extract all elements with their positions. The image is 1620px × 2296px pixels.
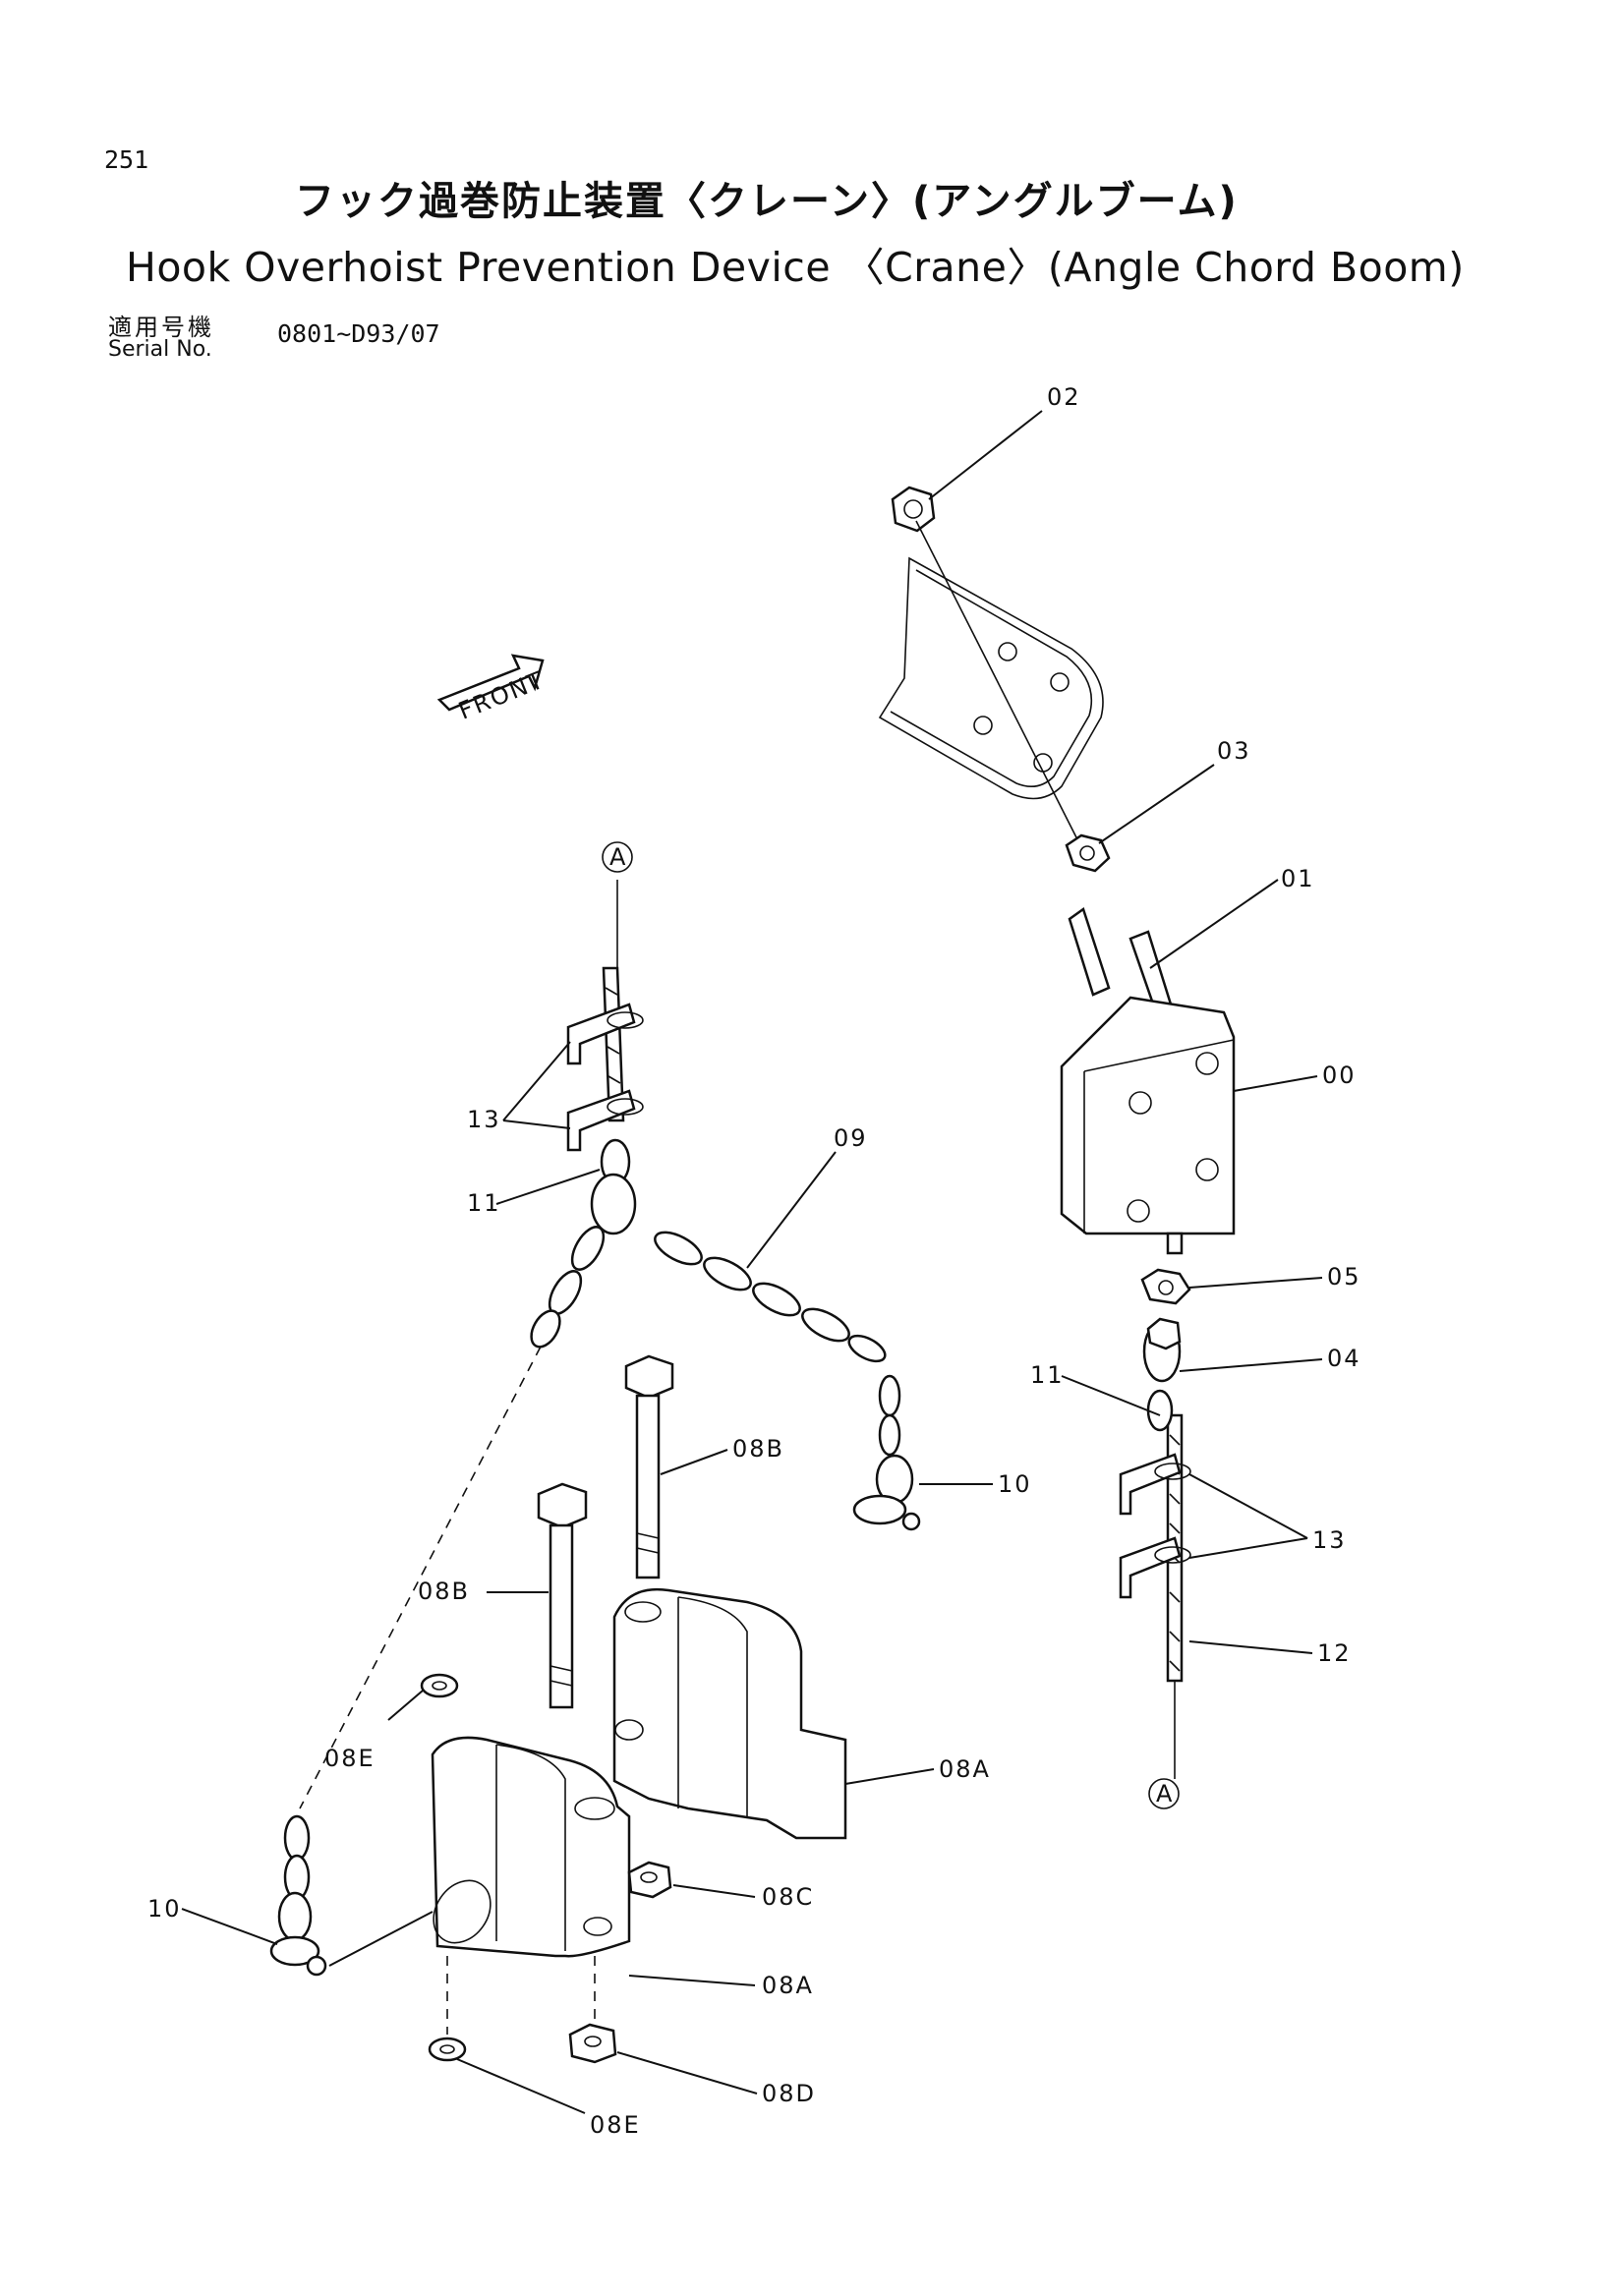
part-08B-bolt-upper bbox=[624, 1354, 674, 1579]
part-11-ring-left bbox=[590, 1138, 637, 1235]
serial-label-english: Serial No. bbox=[108, 337, 212, 362]
part-08D-nut bbox=[568, 2023, 617, 2064]
callout-08B-upper: 08B bbox=[732, 1435, 784, 1463]
part-13-clips-right bbox=[1119, 1453, 1191, 1599]
callout-08E-upper: 08E bbox=[324, 1745, 376, 1772]
callout-13-left: 13 bbox=[467, 1106, 501, 1133]
callout-08B-lower: 08B bbox=[418, 1578, 470, 1605]
mounting-bracket bbox=[878, 520, 1104, 844]
part-08A-clamp-upper bbox=[612, 1587, 847, 1840]
front-direction-arrow: FRONT bbox=[436, 654, 549, 725]
callout-00: 00 bbox=[1322, 1062, 1357, 1089]
page-number: 251 bbox=[104, 145, 149, 174]
callout-05: 05 bbox=[1327, 1263, 1361, 1291]
part-05-nut bbox=[1140, 1268, 1191, 1305]
callout-08A-lower: 08A bbox=[762, 1972, 814, 1999]
reference-mark-a-lower: A bbox=[1148, 1778, 1180, 1809]
part-02-nut bbox=[891, 486, 936, 533]
callout-08C: 08C bbox=[762, 1883, 814, 1911]
part-08B-bolt-lower bbox=[537, 1482, 588, 1709]
callout-10-right: 10 bbox=[998, 1470, 1032, 1498]
callout-08D: 08D bbox=[762, 2080, 816, 2107]
reference-mark-a-upper: A bbox=[602, 841, 633, 873]
part-00-switch-box bbox=[1060, 996, 1236, 1255]
page-title-japanese: フック過巻防止装置〈クレーン〉(アングルブーム) bbox=[295, 179, 1239, 224]
part-08E-washer-upper bbox=[420, 1673, 459, 1698]
callout-12: 12 bbox=[1317, 1639, 1352, 1667]
callout-09: 09 bbox=[834, 1124, 868, 1152]
part-10-shackle-right bbox=[852, 1454, 921, 1531]
page-title-english: Hook Overhoist Prevention Device 〈Crane〉… bbox=[126, 244, 1465, 291]
part-09-chain bbox=[530, 1226, 901, 1457]
callout-02: 02 bbox=[1047, 383, 1081, 411]
callout-08E-lower: 08E bbox=[590, 2111, 641, 2139]
part-01-fittings bbox=[1068, 906, 1174, 1014]
callout-10-left: 10 bbox=[147, 1895, 182, 1923]
part-03-nut bbox=[1065, 833, 1111, 873]
part-04-eye-nut bbox=[1142, 1317, 1182, 1383]
part-08E-washer-lower bbox=[428, 2037, 467, 2062]
part-rod-left bbox=[602, 880, 625, 1122]
callout-01: 01 bbox=[1281, 865, 1315, 892]
callout-labels: 02 03 01 00 05 04 11 13 12 13 11 09 10 0… bbox=[147, 383, 1361, 2139]
part-08A-clamp-lower bbox=[431, 1736, 631, 1958]
part-08C-nut bbox=[627, 1861, 672, 1899]
part-13-clips-left bbox=[566, 1003, 644, 1152]
callout-03: 03 bbox=[1217, 737, 1251, 765]
chain-continuation-line bbox=[299, 1346, 542, 1809]
callout-13-right: 13 bbox=[1312, 1526, 1347, 1554]
leader-lines bbox=[181, 410, 1323, 2114]
callout-11-left: 11 bbox=[467, 1189, 501, 1217]
callout-08A-upper: 08A bbox=[939, 1755, 991, 1783]
part-11-ring-right bbox=[1146, 1389, 1174, 1432]
part-10-shackle-left bbox=[269, 1814, 327, 1977]
callout-11-right: 11 bbox=[1030, 1361, 1065, 1389]
serial-number-range: 0801~D93/07 bbox=[277, 319, 440, 348]
callout-04: 04 bbox=[1327, 1345, 1361, 1372]
serial-label-japanese: 適用号機 bbox=[108, 314, 214, 341]
svg-text:A: A bbox=[1156, 1780, 1174, 1808]
svg-text:A: A bbox=[609, 843, 627, 871]
